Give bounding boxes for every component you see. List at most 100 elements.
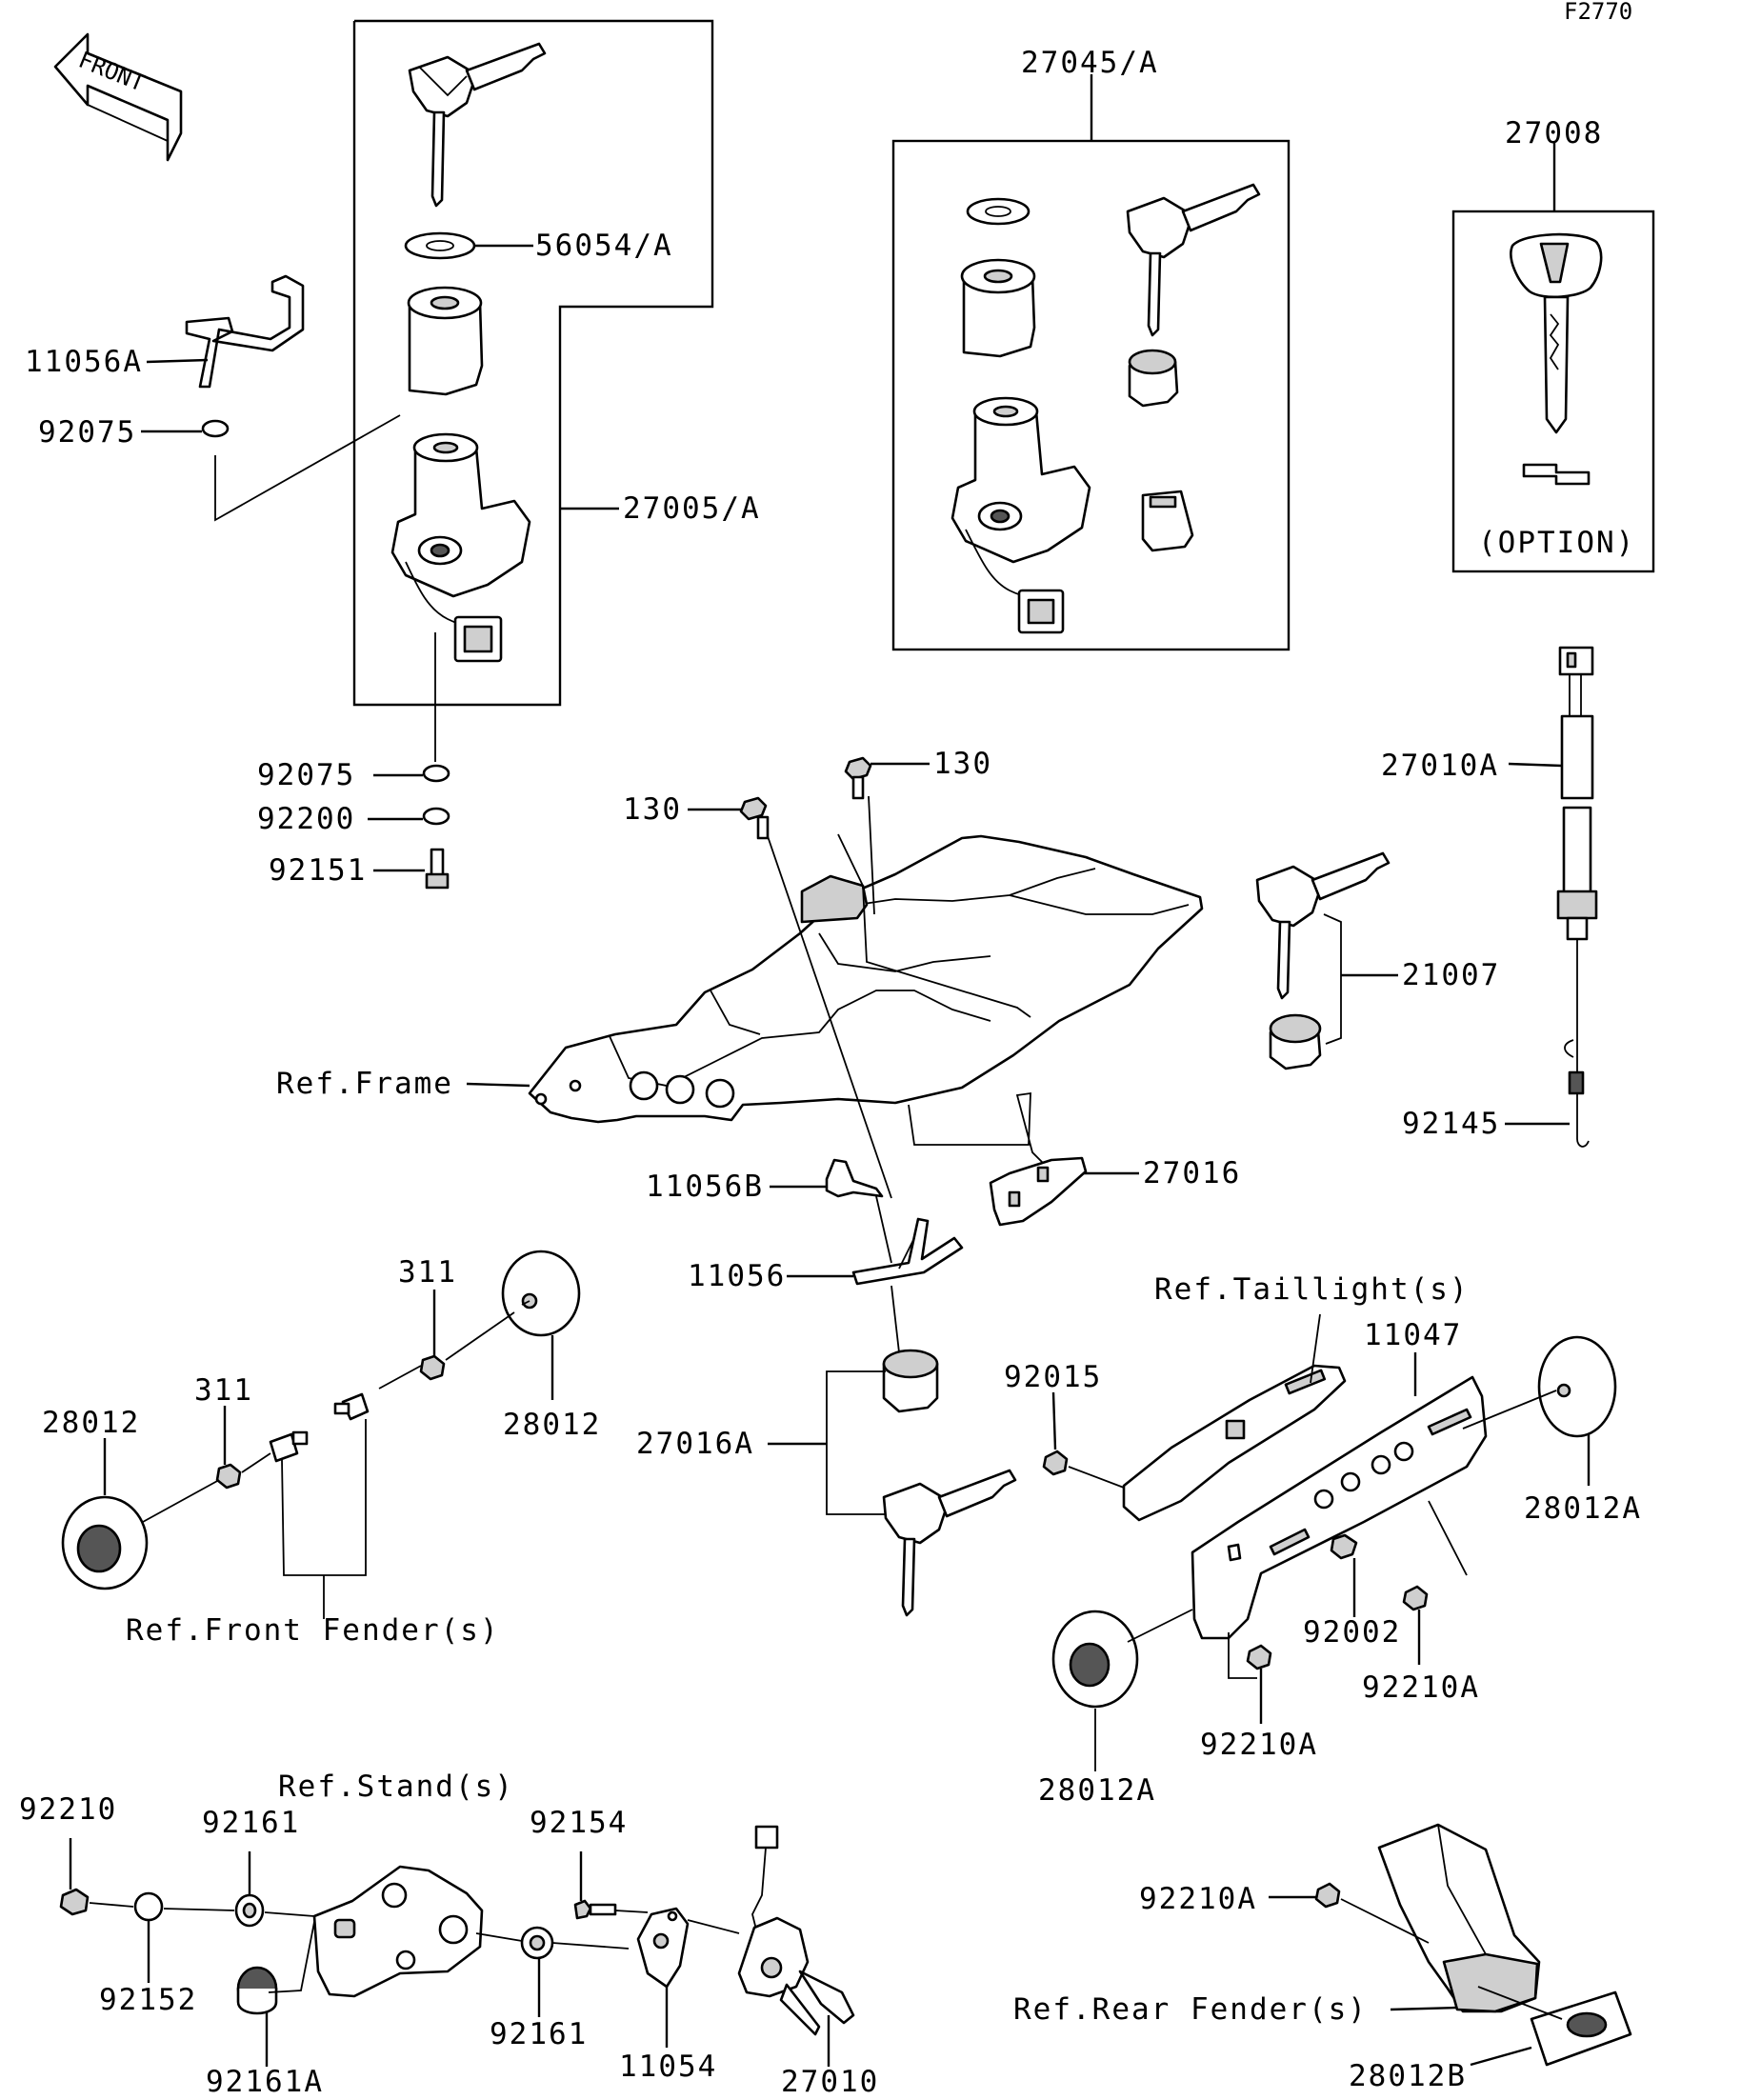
label-27016A: 27016A — [636, 1427, 754, 1461]
leader-lines — [69, 244, 1591, 2067]
bolt-92002 — [1330, 1533, 1358, 1560]
label-27010A: 27010A — [1381, 749, 1499, 783]
label-11056A: 11056A — [25, 345, 143, 379]
kit-box-27045A — [891, 139, 1291, 651]
label-28012-right: 28012 — [503, 1408, 601, 1442]
label-92210: 92210 — [19, 1792, 117, 1827]
label-92075-top: 92075 — [38, 415, 136, 450]
reflector-28012A-right — [1537, 1335, 1617, 1438]
label-ref-front-fender: Ref.Front Fender(s) — [126, 1613, 500, 1648]
label-130-left: 130 — [623, 792, 682, 827]
label-92015: 92015 — [1004, 1360, 1102, 1394]
label-92210A-bottom: 92210A — [1139, 1882, 1257, 1916]
frame — [528, 834, 1204, 1124]
washer-92200 — [422, 807, 450, 826]
lock-insert-27045 — [1141, 490, 1194, 552]
label-11047: 11047 — [1364, 1318, 1462, 1352]
label-92200: 92200 — [257, 802, 355, 836]
washer-92075-top — [201, 419, 230, 438]
label-27010: 27010 — [781, 2065, 879, 2099]
lock-cap — [407, 286, 484, 396]
label-11056B: 11056B — [646, 1170, 764, 1204]
bolt-130-left — [739, 796, 770, 840]
label-92161A: 92161A — [206, 2065, 324, 2099]
label-27008: 27008 — [1505, 116, 1603, 150]
key-21007 — [1255, 851, 1391, 1000]
insert-21007 — [1269, 1013, 1322, 1070]
nut-92210A-mid — [1246, 1644, 1272, 1670]
switch-27045 — [951, 396, 1091, 634]
label-92210A-right: 92210A — [1362, 1670, 1480, 1705]
key-27016A — [882, 1469, 1017, 1617]
label-27005A: 27005/A — [623, 491, 761, 526]
bracket-11056 — [851, 1217, 964, 1286]
label-ref-rear-fender: Ref.Rear Fender(s) — [1013, 1992, 1368, 2027]
label-92161-top: 92161 — [202, 1806, 300, 1840]
bolt-130-right — [844, 756, 872, 800]
option-label: (OPTION) — [1478, 526, 1635, 560]
nut-92210A-right — [1402, 1585, 1429, 1611]
label-92154: 92154 — [530, 1806, 628, 1840]
front-arrow: FRONT — [53, 32, 183, 162]
label-92152: 92152 — [99, 1983, 197, 2017]
washer-92161-top — [234, 1893, 265, 1928]
reflector-28012-right — [501, 1250, 581, 1337]
nut-92210 — [59, 1888, 90, 1916]
part-labels: 27045/A 27008 56054/A 11056A 92075 27005… — [19, 46, 1642, 2099]
nut-311-left — [215, 1463, 242, 1490]
label-130-right: 130 — [933, 747, 992, 781]
bolt-92154 — [573, 1899, 617, 1920]
ignition-switch — [390, 432, 531, 663]
label-28012A-bottom: 28012A — [1038, 1773, 1156, 1808]
reflector-28012B — [1530, 1990, 1632, 2067]
label-27016: 27016 — [1143, 1156, 1241, 1190]
washer-27045 — [966, 197, 1031, 226]
reflector-28012-left — [61, 1495, 149, 1590]
rear-fender — [1377, 1823, 1541, 2013]
nut-92210A-bottom — [1314, 1882, 1341, 1909]
label-11056: 11056 — [688, 1259, 786, 1293]
label-92002: 92002 — [1303, 1615, 1401, 1650]
label-56054A: 56054/A — [535, 229, 673, 263]
option-box — [1451, 210, 1655, 573]
bracket-11056B — [825, 1158, 884, 1198]
label-92161-bottom: 92161 — [490, 2017, 588, 2051]
kit-box-27005A — [352, 19, 714, 707]
ignition-key — [408, 42, 547, 208]
washer-92152 — [133, 1891, 164, 1922]
bracket-11056A — [185, 274, 305, 389]
spacer-left — [269, 1430, 309, 1463]
lock-cylinder-27045 — [1128, 349, 1179, 408]
label-27045A: 27045/A — [1021, 46, 1159, 80]
reflector-28012A-bottom — [1051, 1610, 1139, 1709]
label-92210A-mid: 92210A — [1200, 1728, 1318, 1762]
switch-27010A — [1556, 646, 1598, 981]
bush-92161A — [236, 1966, 278, 2015]
label-92075-mid: 92075 — [257, 758, 355, 792]
label-11054: 11054 — [619, 2050, 717, 2084]
diagram-code: F2770 — [1564, 0, 1632, 25]
washer-56054 — [404, 231, 476, 260]
label-311-top: 311 — [398, 1255, 457, 1290]
bracket-27016 — [989, 1156, 1088, 1227]
bolt-92151 — [425, 848, 450, 890]
key-27045 — [1126, 183, 1261, 337]
washer-92075-mid — [422, 764, 450, 783]
lock-27016A — [882, 1349, 939, 1413]
switch-11054 — [636, 1907, 690, 1989]
label-ref-taillight: Ref.Taillight(s) — [1154, 1272, 1470, 1307]
key-tag — [1522, 463, 1591, 486]
label-21007: 21007 — [1402, 958, 1500, 992]
label-28012B: 28012B — [1349, 2059, 1467, 2093]
taillight-bracket — [1122, 1364, 1347, 1522]
stand-bracket — [312, 1865, 484, 1998]
spring-92145 — [1564, 981, 1590, 1148]
license-plate-11047 — [1191, 1375, 1488, 1640]
label-28012-left: 28012 — [42, 1406, 140, 1440]
spacer-right — [333, 1392, 370, 1421]
label-92151: 92151 — [269, 853, 367, 888]
washer-92015 — [1042, 1450, 1069, 1476]
label-28012A-right: 28012A — [1524, 1491, 1642, 1526]
option-key — [1510, 232, 1603, 434]
label-311-left: 311 — [194, 1373, 253, 1408]
